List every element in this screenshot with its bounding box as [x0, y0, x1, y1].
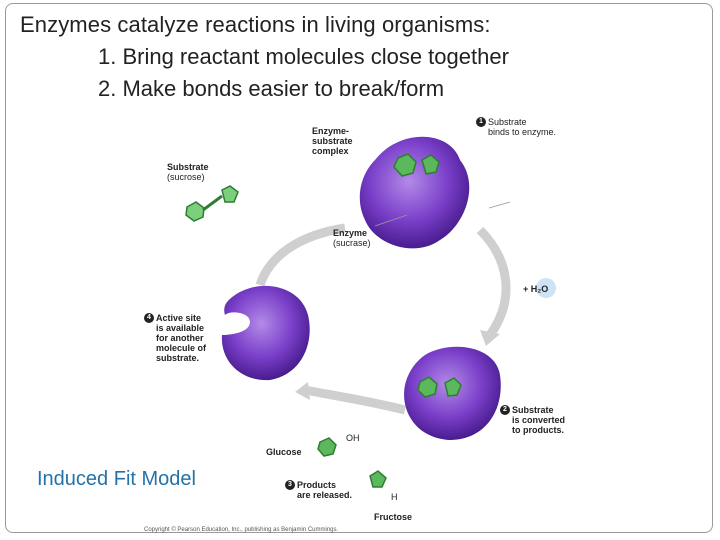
released-glucose-shape	[317, 437, 337, 457]
enzyme-substrate-complex-label: Enzyme- substrate complex	[312, 126, 353, 156]
h-label: H	[391, 492, 398, 502]
cycle-arrow-bottom	[304, 385, 407, 415]
slide-frame	[5, 3, 713, 533]
step2-number: 2	[500, 405, 510, 415]
released-fructose-shape	[369, 470, 387, 488]
cycle-arrow-right	[476, 226, 511, 338]
cycle-arrow-top	[255, 223, 346, 287]
water-molecule	[536, 278, 556, 298]
water-label: + H₂O	[523, 284, 549, 294]
slide-heading: Enzymes catalyze reactions in living org…	[20, 12, 491, 37]
complex-fructose-shape	[421, 154, 440, 175]
oh-label: OH	[346, 433, 360, 443]
fructose-label: Fructose	[374, 512, 413, 522]
induced-fit-caption: Induced Fit Model	[37, 468, 196, 490]
enzyme-cycle-diagram	[185, 136, 556, 488]
free-enzyme-shape	[221, 285, 310, 381]
complex-glucose-shape	[393, 153, 417, 177]
product-fructose-shape	[444, 377, 462, 397]
enzyme-complex-shape	[359, 136, 470, 249]
substrate-fructose-shape	[221, 185, 239, 203]
step4-number: 4	[144, 313, 154, 323]
product-glucose-shape	[417, 376, 438, 398]
step3-number: 3	[285, 480, 295, 490]
point-2: 2. Make bonds easier to break/form	[98, 76, 445, 101]
cycle-arrowhead-bottom	[295, 382, 310, 400]
point-1: 1. Bring reactant molecules close togeth…	[98, 44, 509, 69]
step1-number: 1	[476, 117, 486, 127]
cycle-arrowhead-right	[480, 330, 500, 346]
substrate-glucose-shape	[185, 201, 205, 222]
enzyme-label: Enzyme (sucrase)	[333, 228, 371, 248]
copyright-notice: Copyright © Pearson Education, Inc., pub…	[144, 527, 339, 533]
substrate-label: Substrate (sucrose)	[167, 162, 209, 182]
glucose-label: Glucose	[266, 447, 302, 457]
